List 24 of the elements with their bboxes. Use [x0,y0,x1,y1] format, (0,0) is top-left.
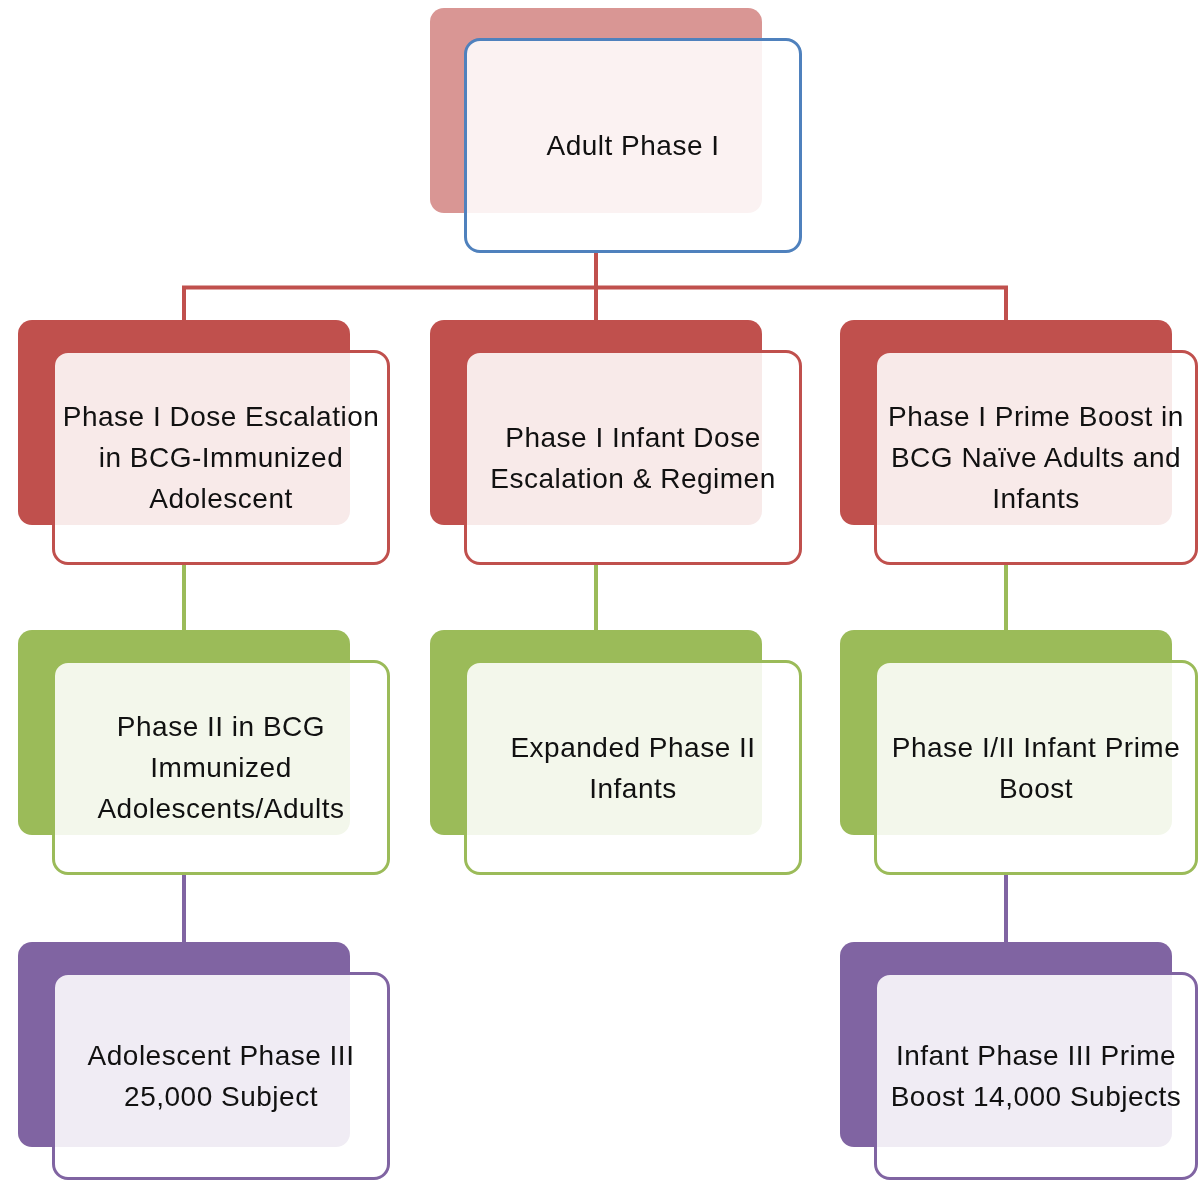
node-label: Phase II in BCG Immunized Adolescents/Adults [96,710,346,826]
stacked-box [430,630,802,875]
stacked-box [840,630,1198,875]
connector-line [1004,875,1008,942]
node-label: Infant Phase III Prime Boost 14,000 Subjects [889,1039,1183,1114]
connector-line [594,253,1008,320]
connector-line [594,565,598,630]
connector-line [1004,565,1008,630]
stacked-box [430,320,802,565]
stacked-box [840,320,1198,565]
stacked-box [840,942,1198,1180]
connector-line [182,875,186,942]
stacked-box [18,320,390,565]
connector-line [182,565,186,630]
node-label: Adult Phase I [546,129,720,163]
node-label: Adolescent Phase III 25,000 Subject [86,1039,356,1114]
node-label: Phase I Infant Dose Escalation & Regimen [489,420,777,496]
stacked-box [430,8,802,253]
node-label: Expanded Phase II Infants [509,730,757,806]
stacked-box [18,942,390,1180]
stacked-box [18,630,390,875]
node-label: Phase I Dose Escalation in BCG-Immunized Adolescent [61,400,381,516]
node-label: Phase I/II Infant Prime Boost [890,730,1182,806]
node-label: Phase I Prime Boost in BCG Naïve Adults and Infants [887,400,1185,516]
